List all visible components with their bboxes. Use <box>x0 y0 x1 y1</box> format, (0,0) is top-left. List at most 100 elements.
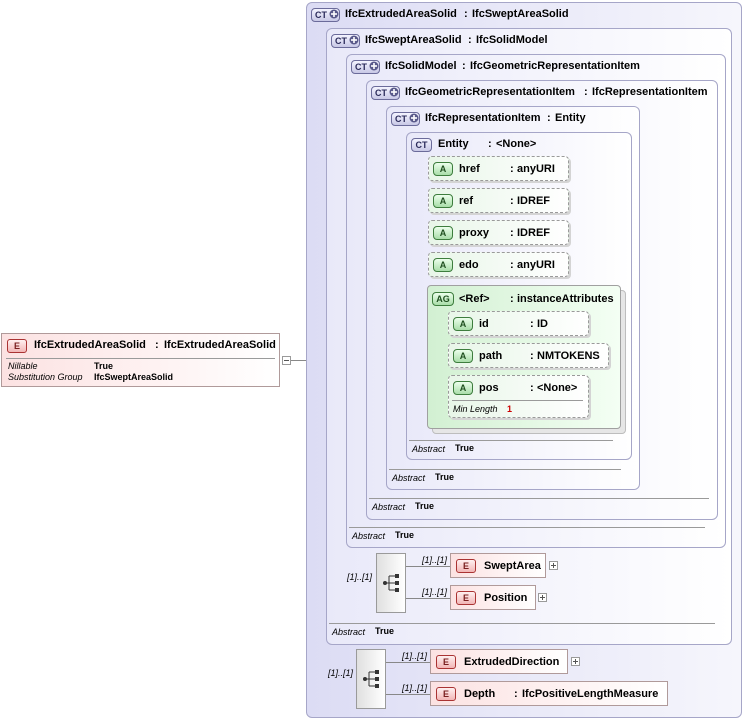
attribute-href[interactable]: A href : anyURI <box>428 156 569 181</box>
element-name: Position <box>484 592 528 604</box>
attribute-proxy[interactable]: A proxy : IDREF <box>428 220 569 245</box>
property-separator <box>452 400 583 401</box>
abstract-value: True <box>415 501 435 511</box>
complex-type-badge: CT <box>371 86 400 100</box>
complex-type-badge: CT <box>391 112 420 126</box>
plus-icon <box>389 87 399 97</box>
type-separator: : <box>488 138 492 150</box>
type-separator: : <box>464 8 468 20</box>
attribute-badge: A <box>453 381 473 395</box>
expand-toggle[interactable] <box>549 561 558 570</box>
attribute-badge: A <box>453 317 473 331</box>
element-badge: E <box>436 655 456 669</box>
prop-label: Min Length <box>453 404 498 414</box>
sequence-icon <box>383 574 399 592</box>
root-element-name: IfcExtrudedAreaSolid <box>34 339 146 351</box>
element-name: ExtrudedDirection <box>464 656 560 668</box>
abstract-label: Abstract <box>392 473 426 483</box>
type-separator: : <box>510 293 514 305</box>
element-badge: E <box>456 591 476 605</box>
element-name: SweptArea <box>484 560 541 572</box>
type-separator: : <box>584 86 588 98</box>
attribute-name: pos <box>479 382 499 394</box>
attribute-edo[interactable]: A edo : anyURI <box>428 252 569 277</box>
element-name: Depth <box>464 688 496 700</box>
type-separator: : <box>510 259 514 271</box>
attribute-name: id <box>479 318 489 330</box>
element-badge: E <box>436 687 456 701</box>
expand-toggle[interactable] <box>538 593 547 602</box>
property-separator <box>409 440 613 441</box>
prop-value: 1 <box>507 404 513 414</box>
connector-line <box>406 566 450 567</box>
badge-text: CT <box>375 88 387 98</box>
type-separator: : <box>510 163 514 175</box>
attribute-ref[interactable]: A ref : IDREF <box>428 188 569 213</box>
abstract-value: True <box>435 472 455 482</box>
prop-value: IfcSweptAreaSolid <box>94 372 174 382</box>
prop-label: Substitution Group <box>8 372 83 382</box>
complex-type-base: <None> <box>496 138 537 150</box>
sequence-compositor[interactable] <box>356 649 386 709</box>
property-separator <box>349 527 705 528</box>
abstract-value: True <box>395 530 415 540</box>
complex-type-name: IfcGeometricRepresentationItem <box>405 86 575 98</box>
abstract-value: True <box>375 626 395 636</box>
abstract-label: Abstract <box>332 627 366 637</box>
attribute-path[interactable]: A path : NMTOKENS <box>448 343 609 368</box>
element-cardinality: [1]..[1] <box>422 555 448 565</box>
plus-icon <box>329 9 339 19</box>
attribute-id[interactable]: A id : ID <box>448 311 589 336</box>
element-extrudeddirection[interactable]: E ExtrudedDirection <box>430 649 568 674</box>
complex-type-name: IfcExtrudedAreaSolid <box>345 8 457 20</box>
complex-type-badge: CT <box>311 8 340 22</box>
property-separator <box>6 358 275 359</box>
complex-type-name: Entity <box>438 138 469 150</box>
type-separator: : <box>530 350 534 362</box>
prop-value: True <box>94 361 114 371</box>
sequence-compositor[interactable] <box>376 553 406 613</box>
attribute-group-name: <Ref> <box>459 293 490 305</box>
complex-type-base: IfcSweptAreaSolid <box>472 8 569 20</box>
sequence-cardinality: [1]..[1] <box>328 668 354 678</box>
badge-text: CT <box>315 10 327 20</box>
property-separator <box>389 469 621 470</box>
type-separator: : <box>510 195 514 207</box>
element-depth[interactable]: E Depth : IfcPositiveLengthMeasure <box>430 681 668 706</box>
element-cardinality: [1]..[1] <box>422 587 448 597</box>
abstract-value: True <box>455 443 475 453</box>
complex-type-base: IfcGeometricRepresentationItem <box>470 60 640 72</box>
element-type: IfcPositiveLengthMeasure <box>522 688 659 700</box>
connector-line <box>386 694 430 695</box>
element-sweptarea[interactable]: E SweptArea <box>450 553 546 578</box>
attribute-type: NMTOKENS <box>537 350 600 362</box>
attribute-pos[interactable]: A pos : <None> Min Length 1 <box>448 375 589 418</box>
plus-icon <box>409 113 419 123</box>
element-cardinality: [1]..[1] <box>402 651 428 661</box>
complex-type-base: IfcRepresentationItem <box>592 86 708 98</box>
element-position[interactable]: E Position <box>450 585 536 610</box>
attribute-type: <None> <box>537 382 578 394</box>
element-badge: E <box>7 339 27 353</box>
plus-icon <box>349 35 359 45</box>
badge-text: CT <box>355 62 367 72</box>
attribute-name: path <box>479 350 503 362</box>
collapse-toggle[interactable] <box>282 356 291 365</box>
type-separator: : <box>514 688 518 700</box>
attribute-name: href <box>459 163 480 175</box>
attribute-name: proxy <box>459 227 489 239</box>
root-element-box[interactable]: E IfcExtrudedAreaSolid : IfcExtrudedArea… <box>1 333 280 387</box>
badge-text: CT <box>335 36 347 46</box>
element-badge: E <box>456 559 476 573</box>
type-separator: : <box>155 339 159 351</box>
abstract-label: Abstract <box>352 531 386 541</box>
root-element-type: IfcExtrudedAreaSolid <box>164 339 276 351</box>
attribute-group-badge: AG <box>432 292 454 306</box>
expand-toggle[interactable] <box>571 657 580 666</box>
type-separator: : <box>530 318 534 330</box>
complex-type-name: IfcSolidModel <box>385 60 457 72</box>
complex-type-badge: CT <box>351 60 380 74</box>
complex-type-base: IfcSolidModel <box>476 34 548 46</box>
type-separator: : <box>530 382 534 394</box>
attribute-badge: A <box>433 162 453 176</box>
